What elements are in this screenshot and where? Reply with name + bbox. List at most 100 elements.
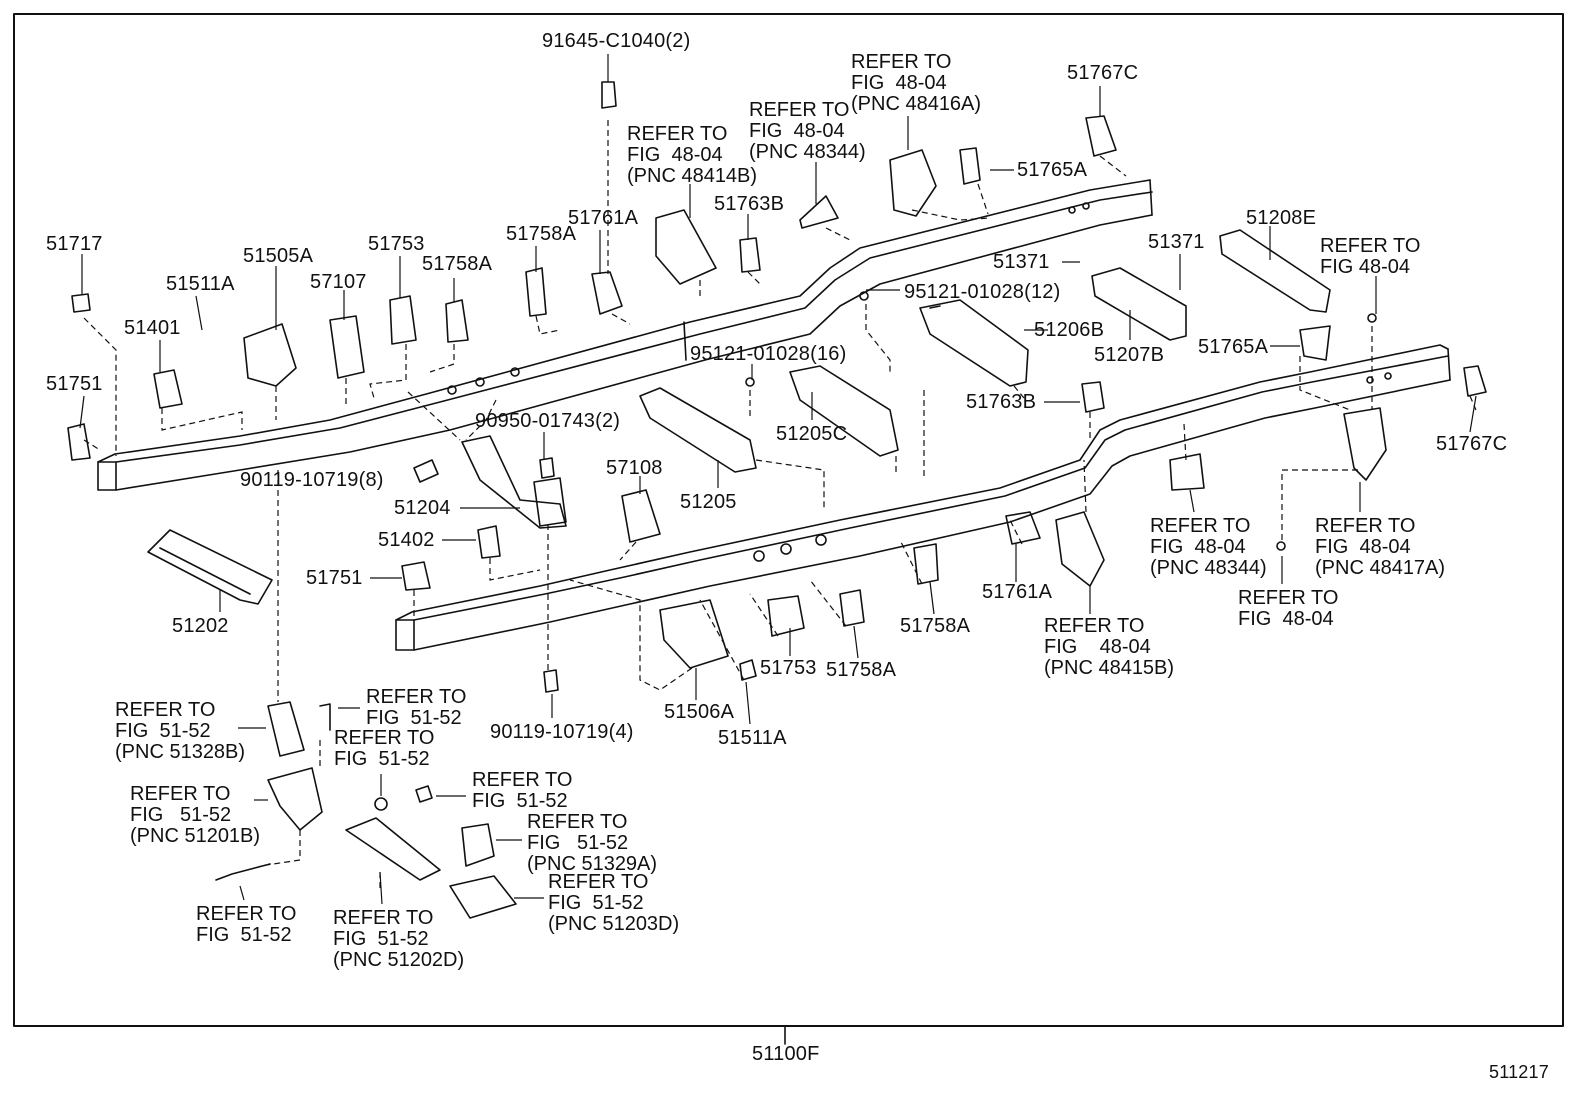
bracket-51758a-left <box>445 299 469 343</box>
bracket-51765a-right <box>1299 325 1331 361</box>
crossmember-51202 <box>147 529 273 605</box>
label-51207b: 51207B <box>1094 344 1165 366</box>
figure-code: 511217 <box>1489 1062 1549 1082</box>
bracket-57108 <box>621 489 661 543</box>
bracket-51203d <box>449 875 517 919</box>
bracket-51758a-mid <box>525 267 547 317</box>
ref-pnc-48415b: REFER TO FIG 48-04 (PNC 48415B) <box>1044 615 1175 679</box>
bracket-51751-mid <box>401 561 431 591</box>
nut-51-52 <box>415 785 433 803</box>
crossmember-51205c <box>789 365 899 457</box>
bracket-51761a-top <box>591 271 623 315</box>
label-51765a-top: 51765A <box>1017 159 1088 181</box>
bracket-57107 <box>329 315 365 379</box>
bracket-48415b <box>1055 511 1105 587</box>
bolt-51-52-top <box>319 703 331 731</box>
label-51767c-right: 51767C <box>1436 433 1508 455</box>
bracket-51751-left <box>67 423 91 461</box>
left-frame-rail <box>97 179 1153 491</box>
bolt-90119-8 <box>413 459 439 483</box>
bracket-51401 <box>153 369 183 409</box>
label-51758a-left: 51758A <box>422 253 493 275</box>
assembly-number: 51100F <box>752 1043 820 1065</box>
bracket-51753-left <box>389 295 417 345</box>
bolt-95121-16 <box>745 377 755 387</box>
bracket-48417a <box>1343 407 1387 481</box>
label-51401: 51401 <box>124 317 181 339</box>
label-51758a-bot2: 51758A <box>826 659 897 681</box>
bracket-48414b <box>655 209 717 285</box>
label-90119-10719-8: 90119-10719(8) <box>240 469 384 491</box>
bolt-48-04-bot <box>1276 541 1286 551</box>
label-51205c: 51205C <box>776 423 848 445</box>
bracket-51767c-top <box>1085 115 1117 157</box>
label-51204: 51204 <box>394 497 451 519</box>
label-51751-left: 51751 <box>46 373 103 395</box>
label-90119-10719-4: 90119-10719(4) <box>490 721 634 743</box>
label-51761a-top: 51761A <box>568 207 639 229</box>
bracket-51328b <box>267 701 305 757</box>
label-51761a-bot: 51761A <box>982 581 1053 603</box>
crossmember-51204 <box>461 435 567 529</box>
label-51511a-bot: 51511A <box>718 727 787 749</box>
bracket-48344-bot <box>1169 453 1205 491</box>
label-51371-b: 51371 <box>1148 231 1205 253</box>
label-51371-a: 51371 <box>993 251 1050 273</box>
bolt-95121-12 <box>859 291 869 301</box>
right-frame-rail <box>395 344 1451 651</box>
bracket-48416a <box>889 149 937 217</box>
bracket-51767c-right <box>1463 365 1487 397</box>
crossmember-51207b <box>1091 267 1187 341</box>
label-51717: 51717 <box>46 233 103 255</box>
diagram-border <box>13 13 1564 1027</box>
label-95121-01028-16: 95121-01028(16) <box>690 343 847 365</box>
label-95121-01028-12: 95121-01028(12) <box>904 281 1061 303</box>
label-90950-01743: 90950-01743(2) <box>475 410 621 432</box>
label-51758a-bot: 51758A <box>900 615 971 637</box>
bracket-51763b-top <box>739 237 761 273</box>
bracket-51505a <box>243 323 297 387</box>
label-51763b-right: 51763B <box>966 391 1037 413</box>
label-51751-mid: 51751 <box>306 567 363 589</box>
bracket-51402 <box>477 525 501 559</box>
bushing-90950 <box>539 457 555 479</box>
bracket-51758a-bot <box>913 543 939 585</box>
label-51402: 51402 <box>378 529 435 551</box>
label-51758a-mid: 51758A <box>506 223 577 245</box>
label-51205: 51205 <box>680 491 737 513</box>
bracket-51765a-top <box>959 147 981 185</box>
bracket-51329a <box>461 823 495 867</box>
bracket-51761a-bot <box>1005 511 1041 545</box>
crossmember-51202d <box>345 817 441 881</box>
bracket-51204-part <box>533 477 567 527</box>
label-51767c-top: 51767C <box>1067 62 1139 84</box>
bracket-51753-bot <box>767 595 805 637</box>
label-51753-left: 51753 <box>368 233 425 255</box>
label-51765a-right: 51765A <box>1198 336 1269 358</box>
label-91645-c1040: 91645-C1040(2) <box>542 30 691 52</box>
label-51208e: 51208E <box>1246 207 1317 229</box>
bolt-stub <box>929 305 941 309</box>
bolt-90119-4 <box>543 669 559 693</box>
label-51763b-top: 51763B <box>714 193 785 215</box>
bolt-48-04-right <box>1367 313 1377 323</box>
bolt-51-52 <box>215 863 271 881</box>
label-57107: 57107 <box>310 271 367 293</box>
label-57108: 57108 <box>606 457 663 479</box>
label-51511a-left: 51511A <box>166 273 235 295</box>
label-51505a: 51505A <box>243 245 314 267</box>
